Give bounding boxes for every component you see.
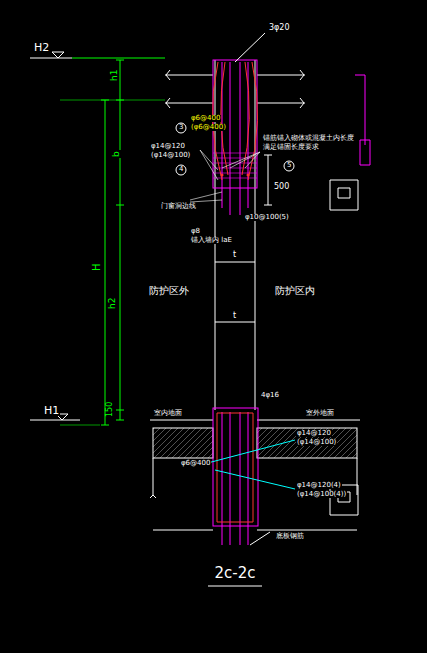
drawing-label: H1 xyxy=(43,405,60,416)
drawing-label: (φ14@100) xyxy=(150,152,191,159)
drawing-label: φ14@120(4) xyxy=(296,482,342,489)
drawing-label: φ14@120 xyxy=(296,430,332,437)
drawing-label: h2 xyxy=(108,297,117,310)
drawing-label: φ8 xyxy=(190,228,201,235)
drawing-label: φ10@100(5) xyxy=(244,214,290,221)
drawing-label: t xyxy=(232,312,237,320)
drawing-label: 室内地面 xyxy=(153,410,183,417)
drawing-label: t xyxy=(232,251,237,259)
drawing-label: (φ14@100(4)) xyxy=(296,491,347,498)
drawing-label: φ14@120 xyxy=(150,143,186,150)
drawing-label: 500 xyxy=(273,183,290,191)
drawing-label: 满足锚固长度要求 xyxy=(262,144,320,151)
callout-number: 5 xyxy=(286,162,292,169)
drawing-label: 4φ16 xyxy=(260,392,280,399)
callout-number: 4 xyxy=(178,166,184,173)
drawing-label: 防护区外 xyxy=(148,286,190,296)
drawing-label: (φ6@400) xyxy=(190,124,227,131)
drawing-label: 门窗洞边线 xyxy=(160,203,197,210)
drawing-label: 锚入墙内 laE xyxy=(190,237,233,244)
callout-number: 3 xyxy=(178,124,184,131)
drawing-label: φ6@400 xyxy=(180,460,211,467)
drawing-label: 3φ20 xyxy=(268,24,291,32)
drawing-label: b xyxy=(112,150,121,158)
drawing-label: (φ14@100) xyxy=(296,439,337,446)
drawing-label: φ6@400 xyxy=(190,115,221,122)
drawing-label: h1 xyxy=(110,69,119,82)
drawing-label: 150 xyxy=(106,401,114,418)
drawing-label: 防护区内 xyxy=(274,286,316,296)
drawing-label: 室外地面 xyxy=(305,410,335,417)
drawing-label: H2 xyxy=(33,42,50,53)
section-caption: 2c-2c xyxy=(214,566,257,581)
drawing-label: 锚筋锚入砌体或混凝土内长度 xyxy=(262,135,355,142)
drawing-label: 底板钢筋 xyxy=(275,533,305,540)
drawing-label: H xyxy=(92,262,102,272)
